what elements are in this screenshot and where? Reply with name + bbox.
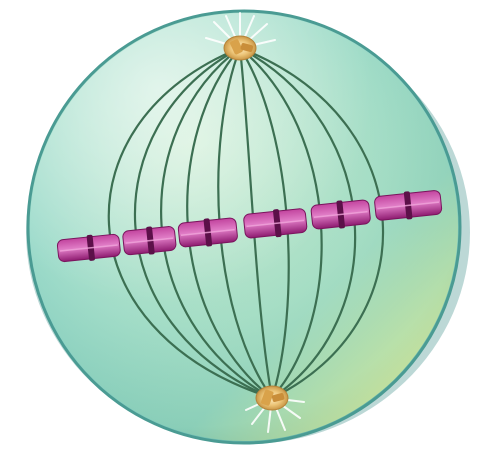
metaphase-cell-diagram [0,0,483,455]
